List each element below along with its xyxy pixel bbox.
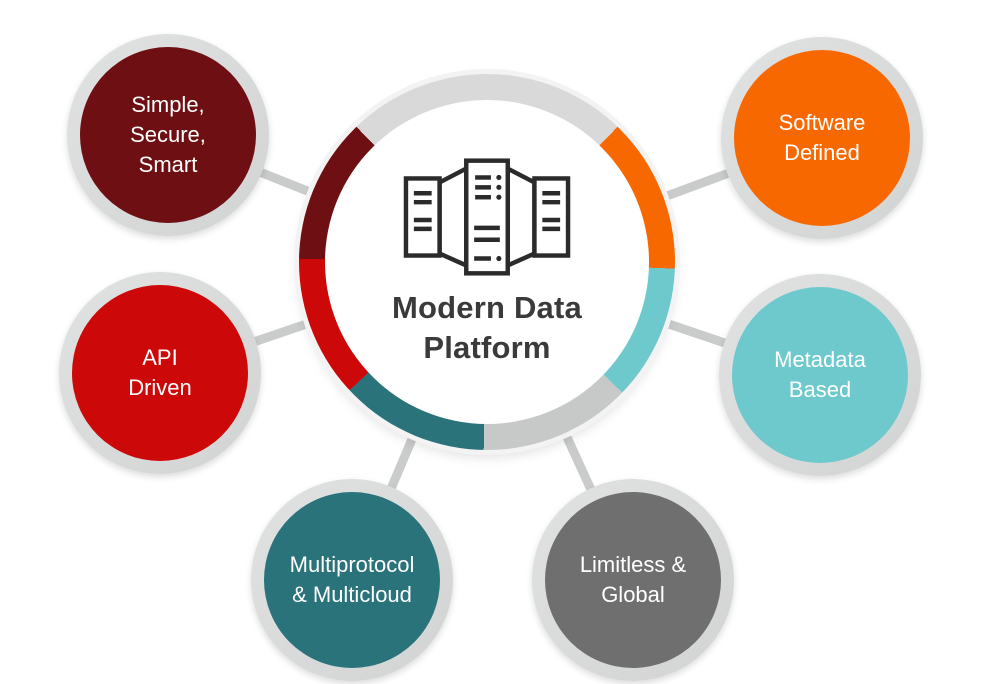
node-api-driven: API Driven — [59, 272, 261, 474]
node-label: API Driven — [128, 345, 192, 400]
node-circle: API Driven — [72, 285, 248, 461]
hub-title: Modern Data Platform — [392, 290, 582, 365]
node-label: Software Defined — [778, 110, 866, 165]
node-simple-secure-smart: Simple, Secure, Smart — [67, 34, 269, 236]
node-multiprotocol-multicloud: Multiprotocol & Multicloud — [251, 479, 453, 681]
node-limitless-global: Limitless & Global — [532, 479, 734, 681]
node-circle: Metadata Based — [732, 287, 908, 463]
node-circle: Software Defined — [734, 50, 910, 226]
hub-circle: Modern Data Platform — [299, 74, 675, 450]
node-software-defined: Software Defined — [721, 37, 923, 239]
node-label: Limitless & Global — [579, 552, 687, 607]
node-metadata-based: Metadata Based — [719, 274, 921, 476]
node-circle: Limitless & Global — [545, 492, 721, 668]
node-label: Metadata Based — [774, 347, 866, 402]
node-circle: Multiprotocol & Multicloud — [264, 492, 440, 668]
server-cluster-icon — [403, 156, 571, 278]
node-label: Simple, Secure, Smart — [130, 92, 206, 177]
node-label: Multiprotocol & Multicloud — [289, 552, 415, 607]
node-circle: Simple, Secure, Smart — [80, 47, 256, 223]
hub-inner-circle: Modern Data Platform — [325, 100, 649, 424]
